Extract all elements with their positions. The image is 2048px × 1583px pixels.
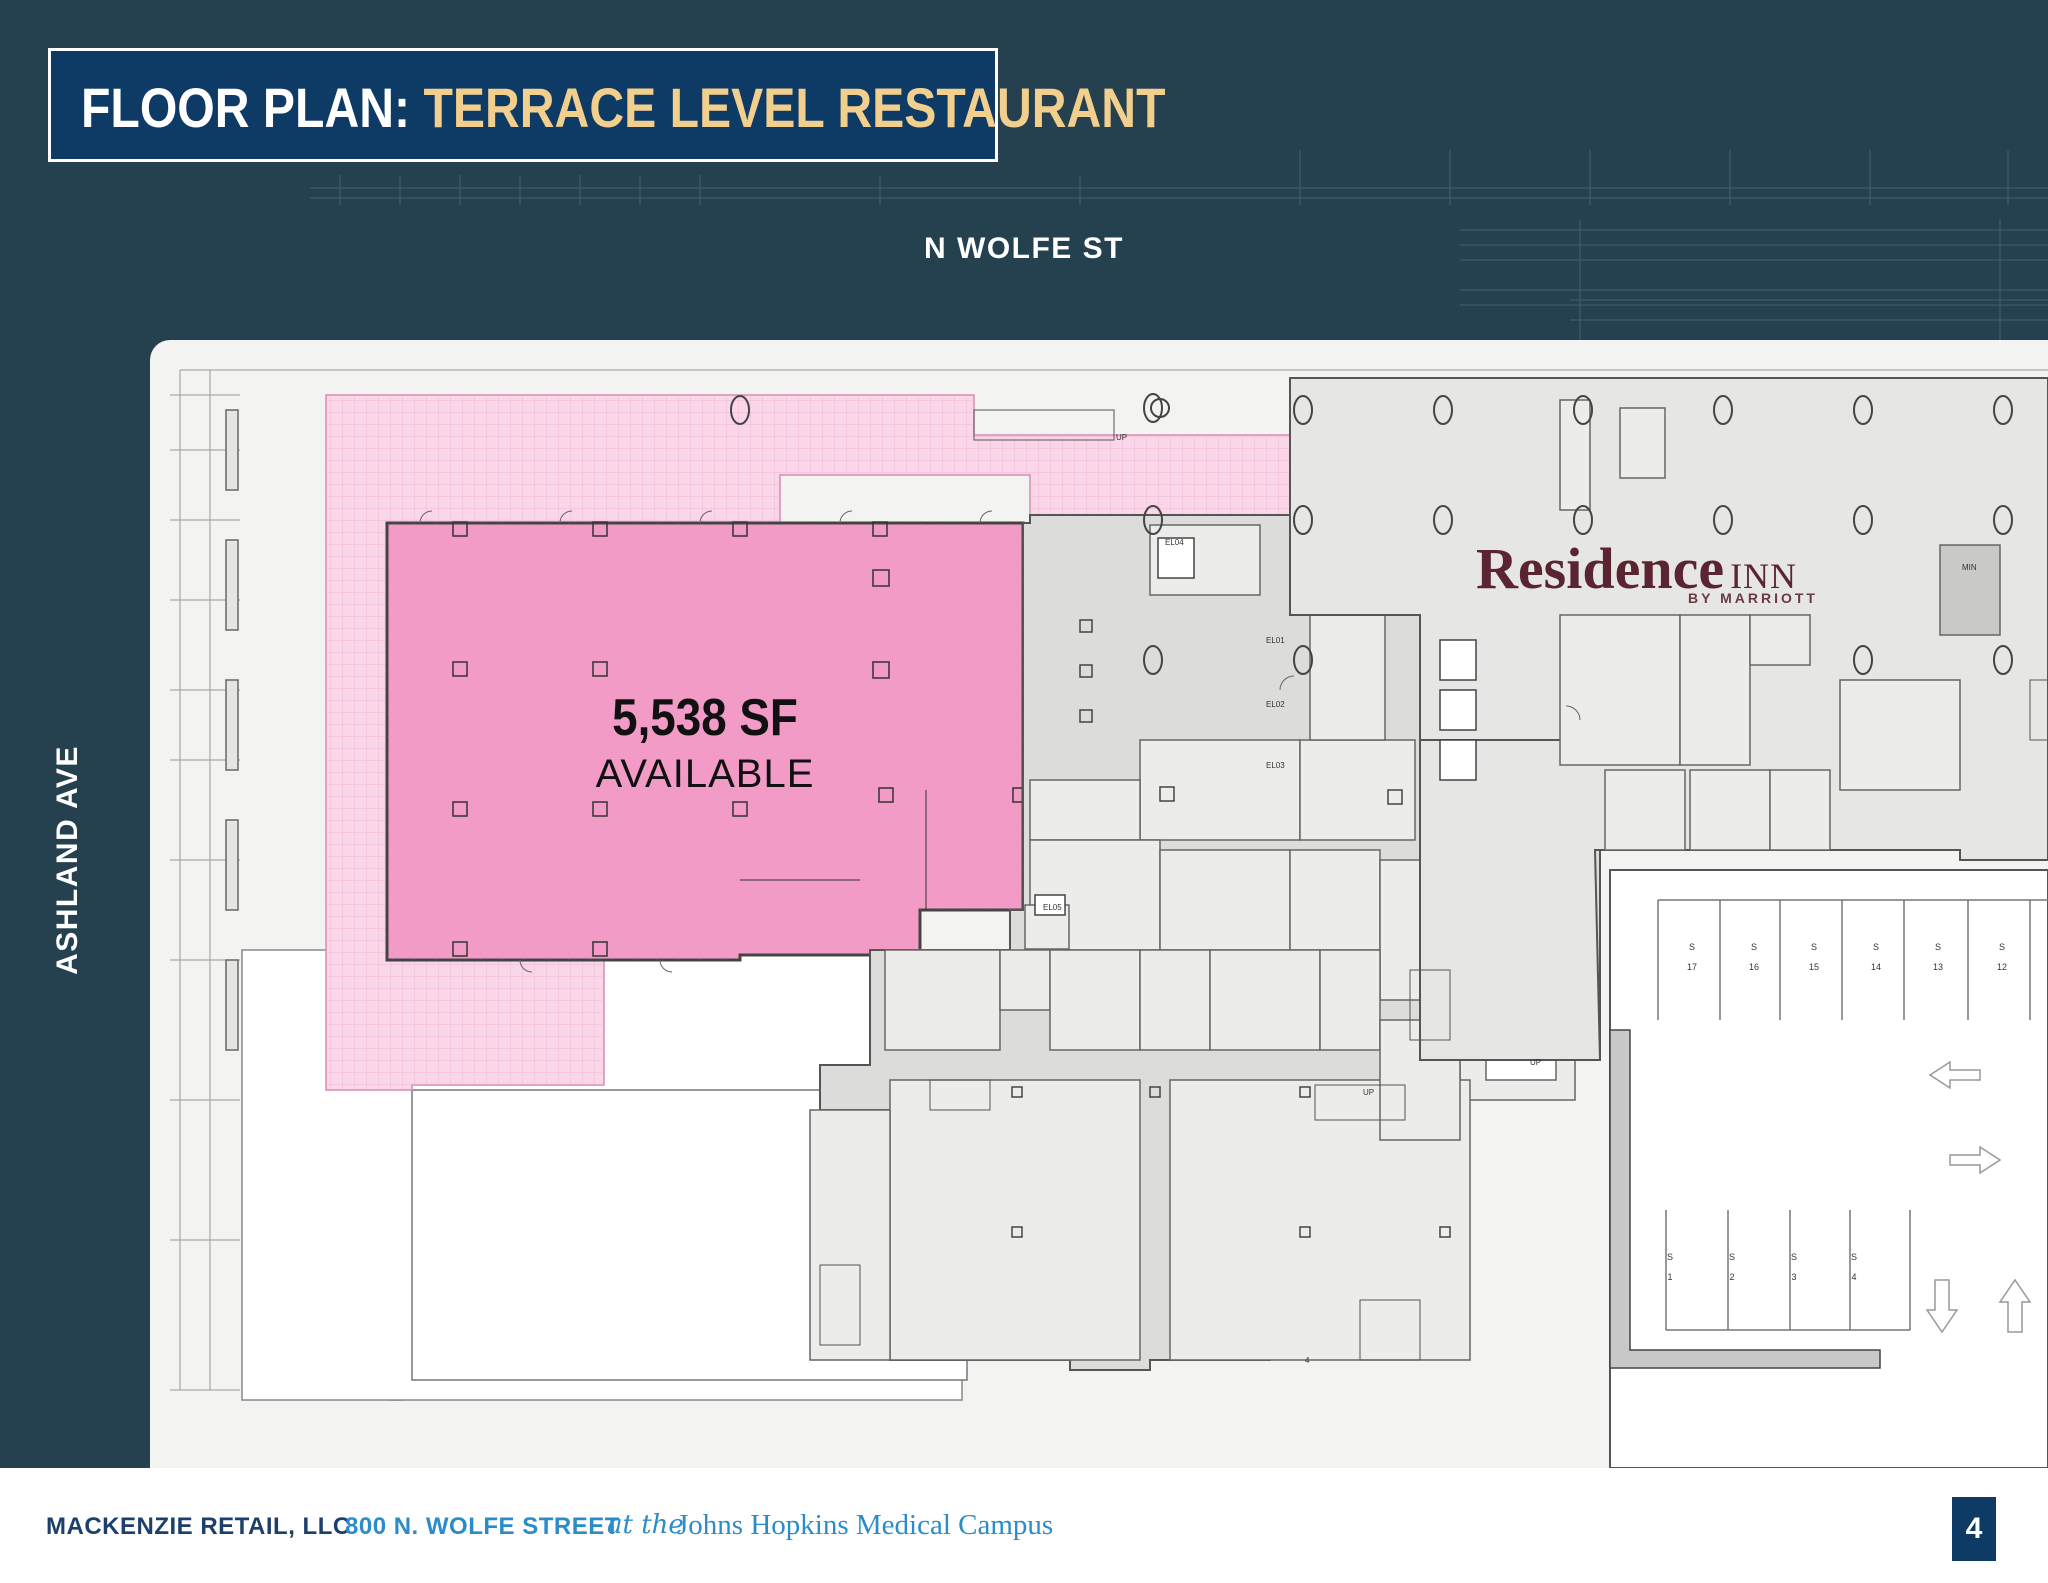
service-columns — [1011, 619, 1451, 1238]
stall-s-1: S — [1667, 1252, 1673, 1262]
label-el04: EL04 — [1165, 538, 1184, 547]
stall-s-15: S — [1811, 942, 1817, 952]
stall-15: 15 — [1809, 962, 1819, 972]
stall-s-4: S — [1851, 1252, 1857, 1262]
stall-s-12: S — [1999, 942, 2005, 952]
available-space-grid — [387, 523, 1023, 960]
street-label-top: N WOLFE ST — [924, 232, 1124, 265]
footer-address: 800 N. WOLFE STREET — [345, 1513, 620, 1540]
stall-14: 14 — [1871, 962, 1881, 972]
footer-connector: at the — [607, 1510, 684, 1540]
footer-campus: Johns Hopkins Medical Campus — [677, 1509, 1054, 1541]
stall-s-2: S — [1729, 1252, 1735, 1262]
brand-name: Residence — [1476, 536, 1725, 601]
label-el01: EL01 — [1266, 636, 1285, 645]
footer — [0, 1468, 2048, 1583]
stall-17: 17 — [1687, 962, 1697, 972]
title-banner-fill — [57, 57, 989, 153]
floor-plan-drawing: UP EL04 EL01 EL02 EL03 EL05 MIN UP UP 4 … — [150, 340, 2048, 1468]
brand-byline: BY MARRIOTT — [1688, 590, 1818, 606]
stall-s-3: S — [1791, 1252, 1797, 1262]
page-title: FLOOR PLAN: TERRACE LEVEL RESTAURANT — [81, 75, 1166, 140]
floor-plan-svg: UP EL04 EL01 EL02 EL03 EL05 MIN UP UP 4 … — [170, 369, 2048, 1468]
title-prefix: FLOOR PLAN: — [81, 76, 411, 139]
stall-3: 3 — [1791, 1272, 1796, 1282]
stall-1: 1 — [1667, 1272, 1672, 1282]
elevator-bank — [1034, 537, 1477, 916]
residence-columns — [730, 393, 2013, 675]
brand-suffix: INN — [1730, 556, 1798, 596]
stall-s-17: S — [1689, 942, 1695, 952]
label-gridline-4: 4 — [1305, 1356, 1310, 1365]
label-el03: EL03 — [1266, 761, 1285, 770]
stall-12: 12 — [1997, 962, 2007, 972]
stairs — [819, 409, 2048, 1361]
plan-labels: UP EL04 EL01 EL02 EL03 EL05 MIN UP UP 4 — [1043, 433, 1977, 1365]
stall-s-13: S — [1935, 942, 1941, 952]
available-status: AVAILABLE — [595, 752, 815, 796]
stall-s-14: S — [1873, 942, 1879, 952]
available-area: 5,538 SF — [612, 689, 798, 747]
stall-16: 16 — [1749, 962, 1759, 972]
label-min: MIN — [1962, 563, 1977, 572]
label-el05: EL05 — [1043, 903, 1062, 912]
parking-lot — [1609, 869, 2048, 1468]
page-number: 4 — [1952, 1497, 1996, 1561]
parking-wall — [1609, 1029, 1881, 1369]
stall-s-16: S — [1751, 942, 1757, 952]
label-el02: EL02 — [1266, 700, 1285, 709]
title-highlight: TERRACE LEVEL RESTAURANT — [423, 76, 1166, 139]
street-label-left: ASHLAND AVE — [51, 745, 84, 975]
label-up-2: UP — [1363, 1088, 1374, 1097]
door-swings — [419, 510, 1581, 973]
parking-stall-lines — [1657, 899, 2048, 1331]
parking-stall-labels: S 17 S 16 S 15 S 14 S 13 S 12 S 1 S 2 S … — [1667, 942, 2007, 1282]
blueprint-overlay — [310, 150, 2048, 340]
label-up-1: UP — [1116, 433, 1127, 442]
parking-arrows — [1925, 1060, 2032, 1334]
stall-2: 2 — [1729, 1272, 1734, 1282]
footer-company: MACKENZIE RETAIL, LLC — [46, 1513, 351, 1540]
stall-4: 4 — [1851, 1272, 1856, 1282]
stall-13: 13 — [1933, 962, 1943, 972]
residence-inn-rooms — [1559, 399, 2001, 851]
title-banner: FLOOR PLAN: TERRACE LEVEL RESTAURANT — [48, 48, 1166, 162]
label-up-3: UP — [1530, 1058, 1541, 1067]
